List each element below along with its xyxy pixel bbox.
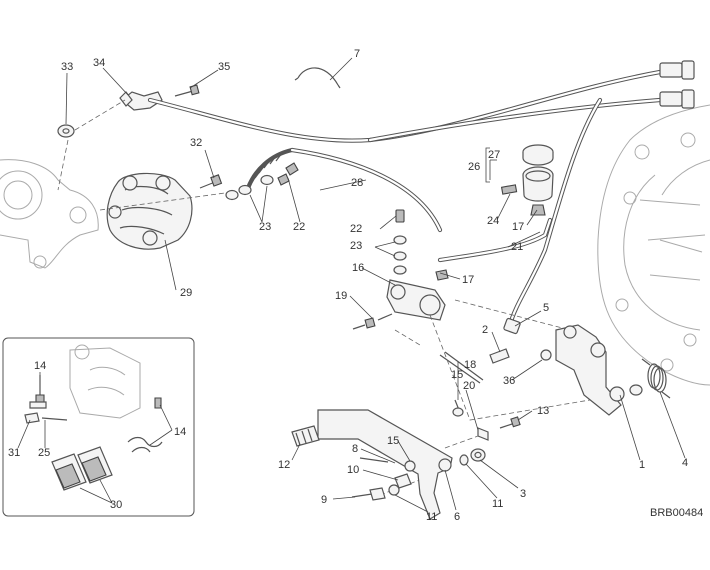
callout-25: 25 xyxy=(38,447,50,459)
callout-22a: 22 xyxy=(293,221,305,233)
callout-3: 3 xyxy=(520,488,526,500)
brake-pedal xyxy=(291,409,453,520)
callout-36: 36 xyxy=(503,375,515,387)
callout-22b: 22 xyxy=(350,223,362,235)
speed-sensor xyxy=(119,91,163,111)
callout-20: 20 xyxy=(463,380,475,392)
callout-21: 21 xyxy=(511,241,523,253)
callout-8: 8 xyxy=(352,443,358,455)
caliper-bracket xyxy=(0,159,99,269)
callout-12: 12 xyxy=(278,459,290,471)
cable-clip xyxy=(294,67,341,89)
assembly-lines xyxy=(57,99,621,496)
callout-15b: 15 xyxy=(387,435,399,447)
callout-11b: 11 xyxy=(492,498,503,510)
caliper-bolt xyxy=(199,174,223,189)
callout-6: 6 xyxy=(454,511,460,523)
banjo-washers-lower xyxy=(393,209,449,281)
callout-35: 35 xyxy=(218,61,230,73)
sensor-connectors xyxy=(659,60,695,109)
callout-4: 4 xyxy=(682,457,688,469)
callout-9: 9 xyxy=(321,494,327,506)
callout-32: 32 xyxy=(190,137,202,149)
leader-lines xyxy=(17,57,686,513)
callout-17a: 17 xyxy=(512,221,524,233)
brake-hose xyxy=(243,97,603,335)
callout-14a: 14 xyxy=(34,360,46,372)
callout-16: 16 xyxy=(352,262,364,274)
callout-23b: 23 xyxy=(350,240,362,252)
callout-1: 1 xyxy=(639,459,645,471)
callout-5: 5 xyxy=(543,302,549,314)
pivot-bolt xyxy=(489,348,552,429)
callout-24: 24 xyxy=(487,215,499,227)
pedal-bracket xyxy=(555,324,643,416)
callout-11a: 11 xyxy=(426,511,437,523)
callout-15a: 15 xyxy=(451,369,463,381)
callout-17b: 17 xyxy=(462,274,474,286)
callout-33: 33 xyxy=(61,61,73,73)
callout-30: 30 xyxy=(110,499,122,511)
push-rod xyxy=(439,351,489,441)
sensor-washer xyxy=(57,124,75,138)
callout-7: 7 xyxy=(354,48,360,60)
callout-19: 19 xyxy=(335,290,347,302)
callout-34: 34 xyxy=(93,57,105,69)
callout-26: 26 xyxy=(468,161,480,173)
reservoir-group-bracket xyxy=(485,147,490,183)
detail-inset xyxy=(2,337,195,517)
rear-caliper xyxy=(106,172,193,250)
callout-31: 31 xyxy=(8,447,20,459)
return-spring xyxy=(641,358,671,399)
master-cylinder xyxy=(352,279,446,330)
drawing-code: BRB00484 xyxy=(650,507,703,519)
callout-28: 28 xyxy=(351,177,363,189)
callout-29: 29 xyxy=(180,287,192,299)
callout-10: 10 xyxy=(347,464,359,476)
banjo-washers-upper xyxy=(225,162,299,201)
callouts: 1 2 3 4 5 6 7 8 9 10 11 11 12 13 14 14 1… xyxy=(8,48,688,523)
callout-2: 2 xyxy=(482,324,488,336)
fluid-reservoir xyxy=(500,144,554,216)
callout-27: 27 xyxy=(488,149,500,161)
callout-14b: 14 xyxy=(174,426,186,438)
pedal-fasteners xyxy=(351,448,486,501)
callout-23a: 23 xyxy=(259,221,271,233)
callout-18: 18 xyxy=(464,359,476,371)
callout-13: 13 xyxy=(537,405,549,417)
engine-case xyxy=(597,104,710,386)
sensor-bolt xyxy=(174,84,200,97)
